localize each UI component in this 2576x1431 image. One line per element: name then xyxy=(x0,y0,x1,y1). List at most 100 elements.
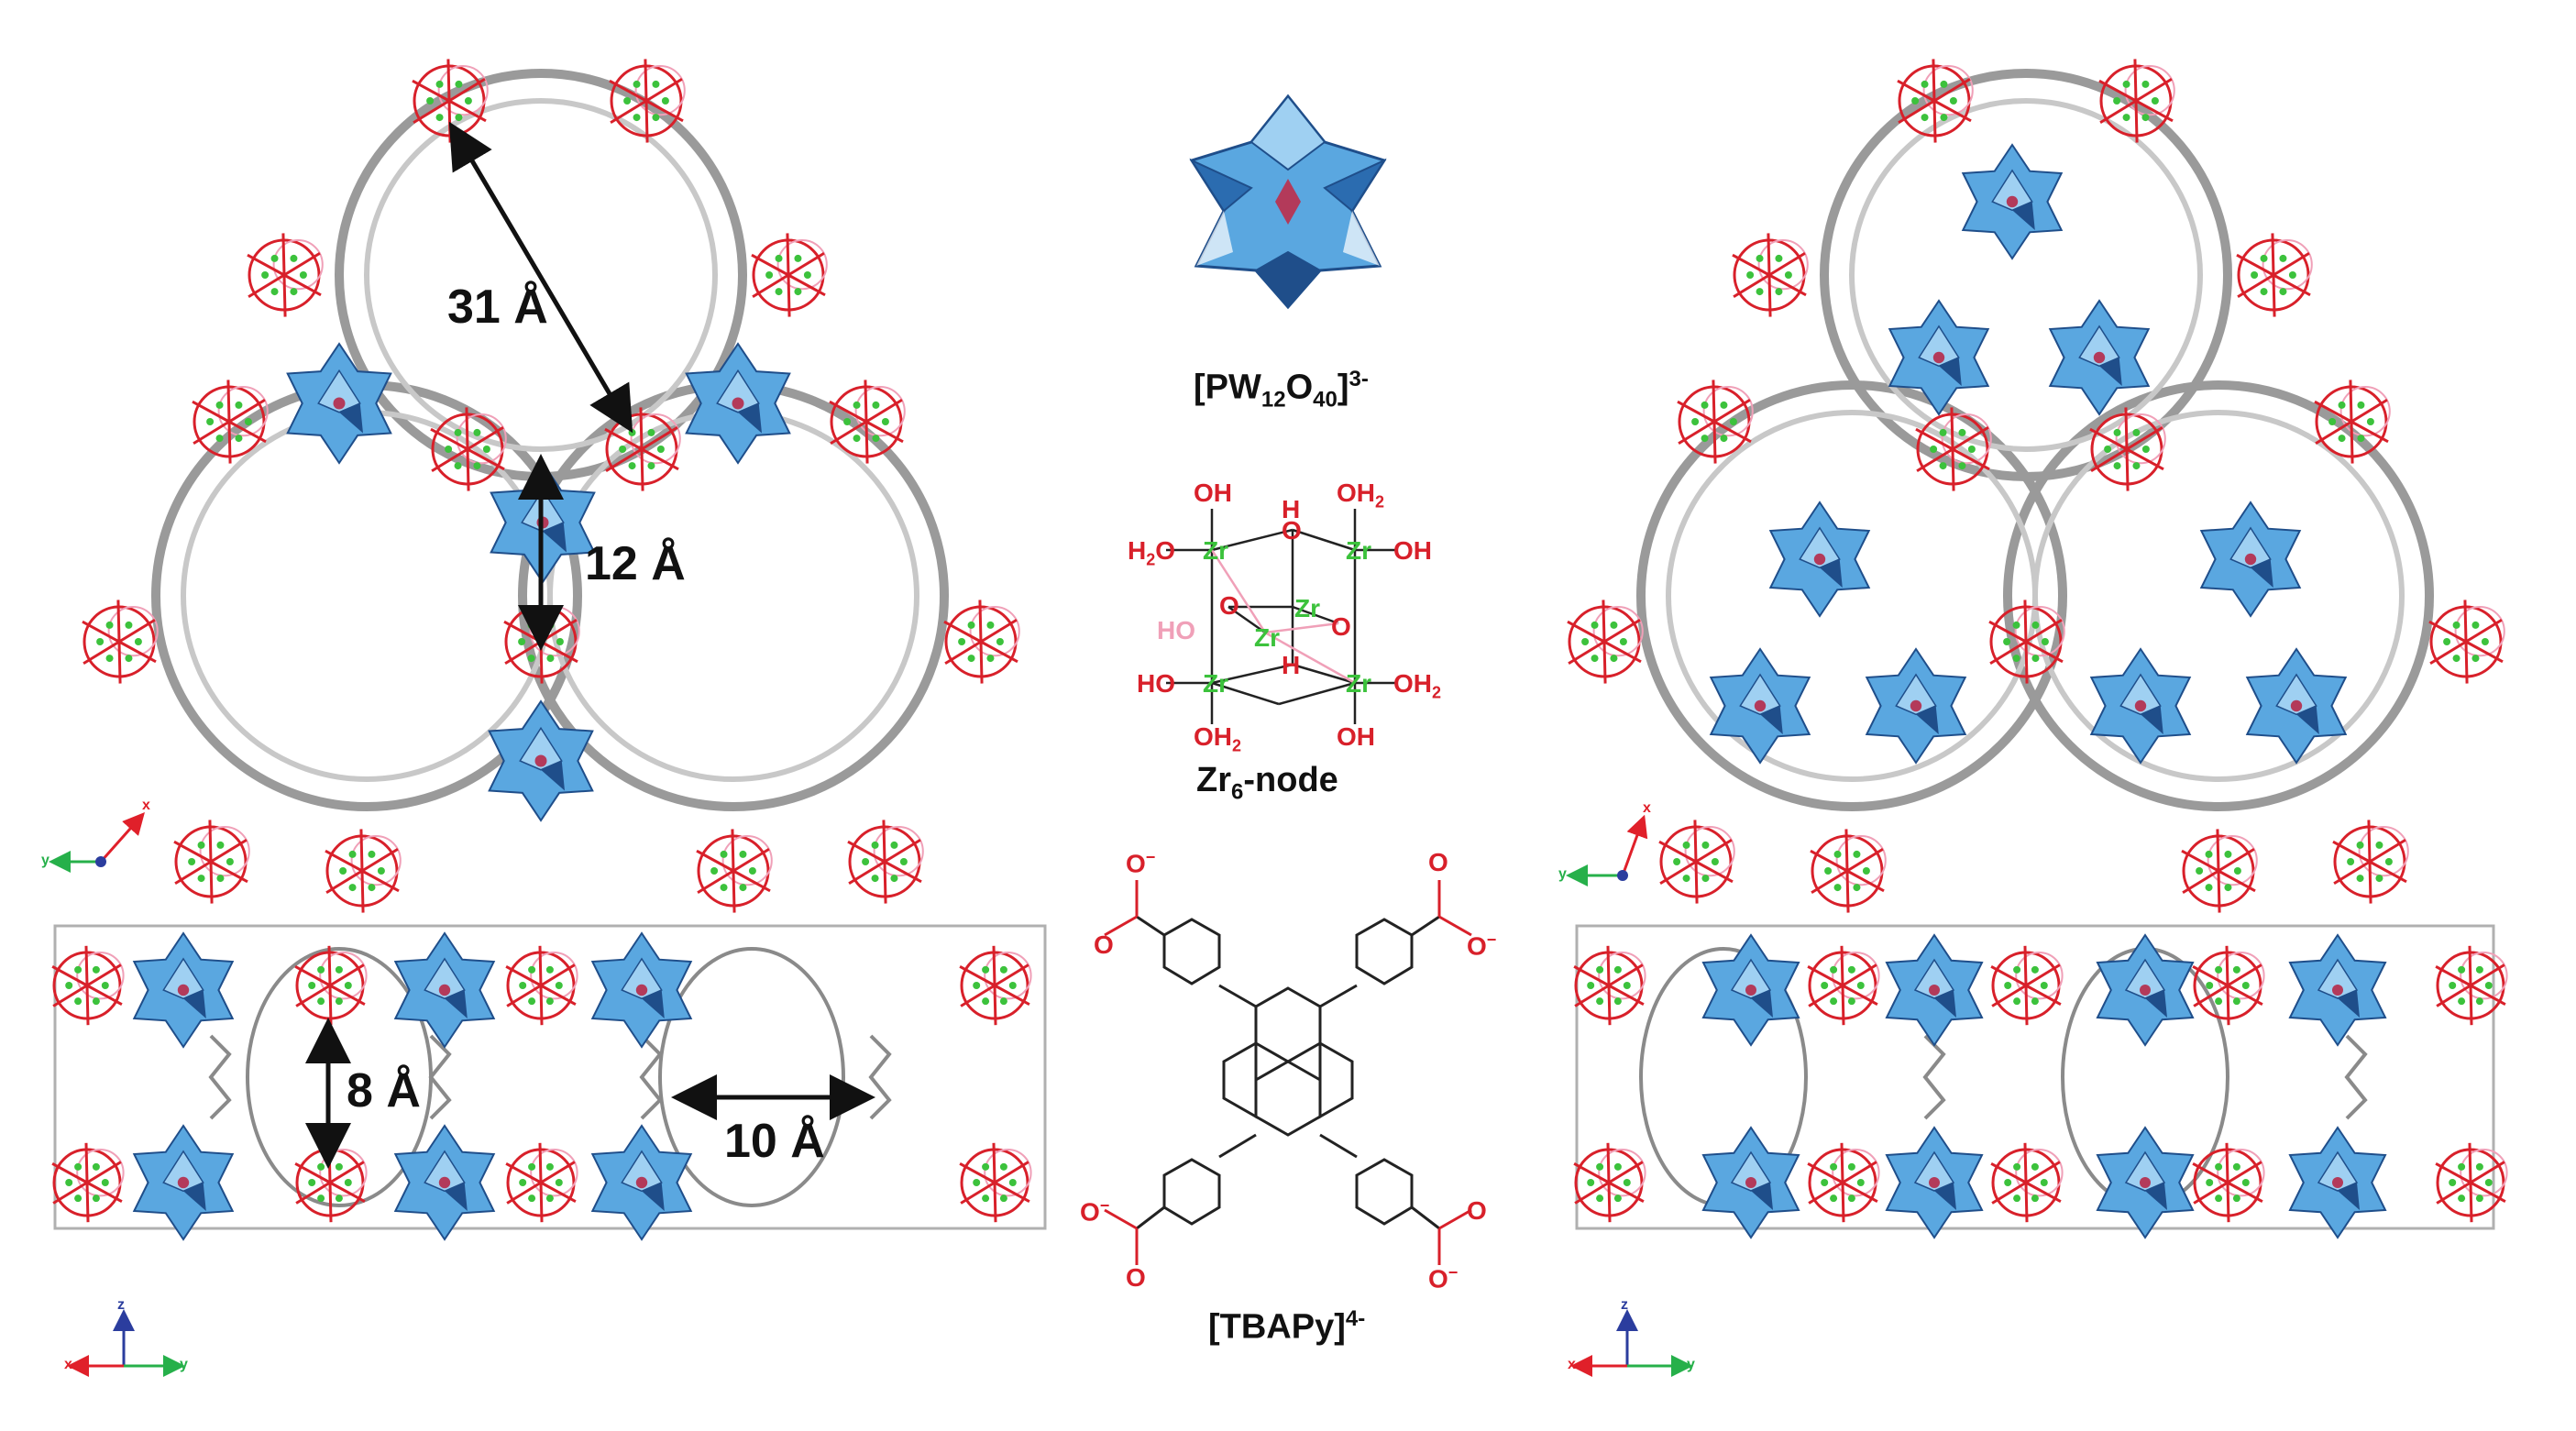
axes-top-right xyxy=(1566,814,1648,886)
zr-node-tl-1 xyxy=(609,59,686,143)
carbox-o-top-left-2: O xyxy=(1094,930,1114,959)
pom-cluster-br-4 xyxy=(2096,933,2195,1047)
node-o-right: O xyxy=(1331,612,1351,641)
carbox-o-top-right: O xyxy=(1428,848,1448,876)
pom-cluster-br-0 xyxy=(1701,933,1800,1047)
node-h2o-left: H2O xyxy=(1128,536,1175,570)
zr-node-tr-12 xyxy=(1810,829,1887,913)
zr-node-br-9 xyxy=(2435,1142,2508,1223)
axes-bottom-left xyxy=(67,1309,185,1377)
zr-node-tl-7 xyxy=(829,380,906,464)
axis-br-y: y xyxy=(1687,1357,1695,1372)
pom-cluster-tl-0 xyxy=(286,342,392,465)
zr-node-tr-0 xyxy=(1897,59,1974,143)
pom-formula-close: ] xyxy=(1337,368,1349,407)
carbox-o-top-left-o: O xyxy=(1126,849,1146,878)
pom-cluster-bl-1 xyxy=(132,1124,235,1241)
zr-node-bl-4 xyxy=(505,945,578,1026)
pom-cluster-bl-4 xyxy=(590,931,693,1049)
node-ho-bottom-left: HO xyxy=(1137,669,1175,699)
pom-cluster-bl-3 xyxy=(393,1124,496,1241)
pom-cluster-bl-5 xyxy=(590,1124,693,1241)
node-ho-bottom-left-h: H xyxy=(1137,669,1156,698)
node-ho-left: HO xyxy=(1157,616,1195,644)
pom-cluster-br-2 xyxy=(1885,933,1984,1047)
zr-node-br-2 xyxy=(1807,945,1880,1026)
carbox-o-top-left-minus: − xyxy=(1145,848,1156,866)
label-pore-size: 31 Å xyxy=(447,281,548,334)
node-oh-bottom-right: OH xyxy=(1337,722,1375,751)
zr-node-tl-13 xyxy=(696,829,773,913)
pom-cluster-tl-1 xyxy=(685,342,791,465)
node-oh-top-left: OH xyxy=(1194,479,1232,507)
pom-formula-sub2: 40 xyxy=(1313,387,1338,413)
node-oh2-bottom-left-oh: OH xyxy=(1194,722,1232,751)
axis-tl-x: x xyxy=(142,798,150,813)
zr-node-tr-2 xyxy=(1732,233,1809,317)
zr-node-br-0 xyxy=(1573,945,1646,1026)
label-10A: 10 Å xyxy=(724,1115,825,1168)
zr-node-bl-7 xyxy=(959,1142,1032,1223)
axis-tl-y: y xyxy=(41,853,50,868)
zr-node-tl-8 xyxy=(82,600,159,684)
bottom-left-framework xyxy=(53,924,1047,1230)
zr-node-tr-6 xyxy=(2089,407,2166,491)
zr6-node-diagram xyxy=(1166,509,1398,724)
node-oh2-right: OH2 xyxy=(1393,669,1441,703)
node-zr-4: Zr xyxy=(1254,623,1280,652)
zr-node-bl-1 xyxy=(51,1142,125,1223)
pom-cluster-tr-2 xyxy=(2048,299,2151,416)
node-zr-5: Zr xyxy=(1203,669,1228,698)
zr-node-bl-2 xyxy=(294,945,368,1026)
zr-node-bl-5 xyxy=(505,1142,578,1223)
node-oh-right: OH xyxy=(1393,536,1432,565)
tbapy-base: [TBAPy] xyxy=(1208,1307,1346,1347)
pom-cluster-tr-6 xyxy=(1865,647,1967,765)
zr-node-tr-9 xyxy=(2428,600,2505,684)
pom-cluster-br-6 xyxy=(2288,933,2387,1047)
zr-node-br-1 xyxy=(1573,1142,1646,1223)
zr-node-tr-8 xyxy=(1567,600,1644,684)
node-zr-6: Zr xyxy=(1346,669,1371,698)
carbox-o-top-left: O− xyxy=(1126,848,1155,878)
zr-node-bl-3 xyxy=(294,1142,368,1223)
axis-tr-y: y xyxy=(1558,866,1567,882)
zr-node-tl-3 xyxy=(751,233,828,317)
label-8A: 8 Å xyxy=(347,1064,421,1117)
node-h-bottom: H xyxy=(1282,651,1301,679)
carbox-o-bottom-left: O− xyxy=(1080,1196,1109,1227)
node-oh2-right-sub: 2 xyxy=(1432,683,1442,702)
axes-bottom-right xyxy=(1570,1309,1693,1377)
zr-node-br-7 xyxy=(2192,1142,2265,1223)
zr6-node-label: Zr6-node xyxy=(1196,761,1338,806)
pom-cluster-br-1 xyxy=(1701,1126,1800,1239)
pom-cluster-br-3 xyxy=(1885,1126,1984,1239)
zr-node-tr-13 xyxy=(2181,829,2258,913)
carbox-o-top-right-2-o: O xyxy=(1467,931,1487,961)
pom-formula-sub1: 12 xyxy=(1260,387,1286,413)
pom-cluster-tr-4 xyxy=(2199,501,2302,618)
pom-cluster-tr-3 xyxy=(1768,501,1871,618)
pom-formula-base: [PW xyxy=(1194,368,1261,407)
carbox-o-top-right-2: O− xyxy=(1467,930,1496,961)
top-right-zr-nodes xyxy=(1567,59,2505,913)
zr-node-bl-6 xyxy=(959,945,1032,1026)
pom-formula-label: [PW12O40]3- xyxy=(1194,367,1369,413)
top-left-zr-nodes xyxy=(82,59,1020,913)
bottom-left-pom-clusters xyxy=(132,931,693,1241)
zr-node-tl-0 xyxy=(412,59,489,143)
node-ho-bottom-left-o: O xyxy=(1155,669,1176,698)
measure-arrow-pore xyxy=(448,121,633,434)
node-o-mid: O xyxy=(1219,591,1239,620)
node-zr-1: Zr xyxy=(1203,536,1228,565)
top-right-pom-clusters xyxy=(1709,143,2348,765)
node-oh2-top-right: OH2 xyxy=(1337,479,1384,512)
node-oh2-top-right-sub: 2 xyxy=(1375,492,1385,512)
carbox-o-bottom-right-2: O− xyxy=(1428,1263,1458,1293)
pom-cluster-bl-0 xyxy=(132,931,235,1049)
zr-node-tr-7 xyxy=(2314,380,2391,464)
zr6-node-sub: 6 xyxy=(1231,779,1244,805)
node-oh2-top-right-oh: OH xyxy=(1337,479,1375,507)
pom-formula-charge: 3- xyxy=(1349,367,1369,391)
tbapy-label: [TBAPy]4- xyxy=(1208,1306,1365,1348)
